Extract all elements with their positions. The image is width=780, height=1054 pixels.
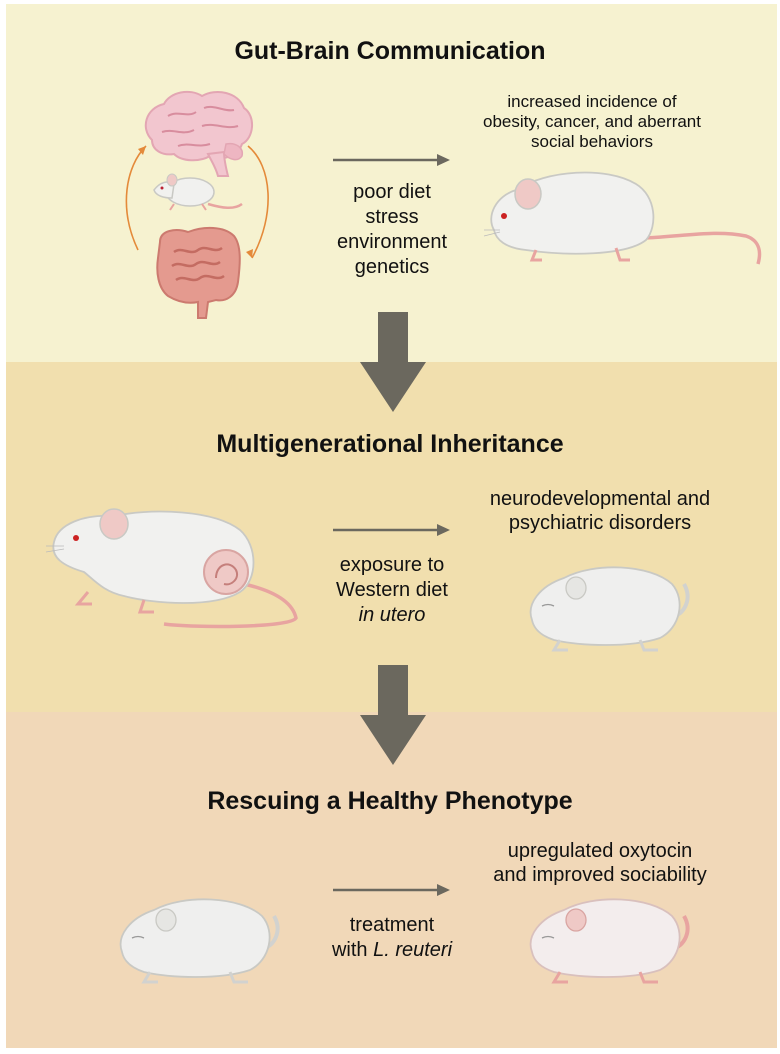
effect-line: upregulated oxytocin [507, 840, 693, 862]
down-arrow-icon [360, 665, 426, 765]
cycle-arrows-icon [125, 145, 269, 259]
arrow-right-icon [333, 884, 450, 896]
pup-icon [119, 898, 280, 984]
effect-text-3: upregulated oxytocin and improved sociab… [450, 839, 750, 887]
section-2-title: Multigenerational Inheritance [216, 430, 564, 458]
condition-text: environment [336, 231, 448, 253]
condition-text: treatment [349, 914, 435, 936]
arrow-right-icon [333, 154, 450, 166]
pup-icon [529, 566, 690, 652]
panel-gut-brain [6, 4, 777, 362]
condition-prefix: with [331, 939, 368, 961]
brain-icon [144, 90, 253, 177]
effect-line: social behaviors [531, 132, 653, 151]
mouse-icon [153, 173, 243, 211]
condition-text: Western diet [336, 579, 448, 601]
intestine-icon [156, 226, 241, 319]
effect-text-2: neurodevelopmental and psychiatric disor… [440, 487, 760, 535]
down-arrow-icon [360, 312, 426, 412]
condition-list-2: exposure to Western diet in utero [312, 553, 472, 628]
arrow-right-icon [333, 524, 450, 536]
section-3-title: Rescuing a Healthy Phenotype [207, 787, 573, 815]
condition-list-3: treatment with L. reuteri [312, 913, 472, 963]
condition-text: genetics [354, 256, 430, 278]
panel-rescue [6, 712, 777, 1048]
obese-mouse-icon [483, 171, 762, 265]
healthy-pup-icon [529, 898, 690, 984]
effect-line: psychiatric disorders [508, 512, 692, 534]
condition-text: stress [365, 206, 419, 228]
condition-list-1: poor diet stress environment genetics [322, 180, 462, 280]
effect-line: obesity, cancer, and aberrant [483, 112, 701, 131]
condition-text-italic: L. reuteri [373, 939, 453, 961]
pregnant-mouse-icon [45, 508, 298, 629]
condition-text: exposure to [339, 554, 445, 576]
condition-text-italic: in utero [358, 604, 426, 626]
effect-line: and improved sociability [493, 864, 707, 886]
section-1-title: Gut-Brain Communication [234, 37, 546, 65]
effect-line: neurodevelopmental and [489, 488, 711, 510]
condition-text: with L. reuteri [312, 938, 472, 963]
effect-line: increased incidence of [507, 92, 677, 111]
condition-text: poor diet [353, 181, 431, 203]
effect-text-1: increased incidence of obesity, cancer, … [452, 92, 732, 152]
